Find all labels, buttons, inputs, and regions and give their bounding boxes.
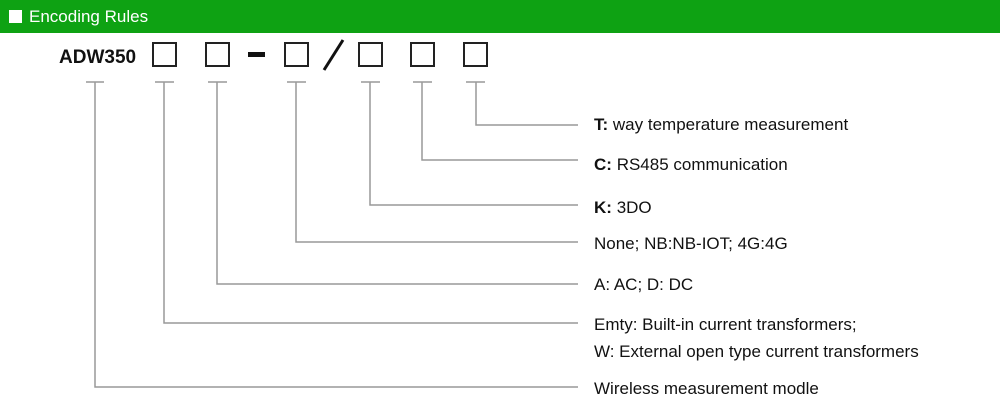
leader-model <box>94 82 578 388</box>
desc-code: K: <box>594 198 612 217</box>
desc-text: Wireless measurement modle <box>594 379 819 398</box>
leader-slot-2 <box>216 82 578 285</box>
desc-communication: C: RS485 communication <box>594 153 788 176</box>
section-header: Encoding Rules <box>0 0 1000 33</box>
leader-slot-4 <box>369 82 578 206</box>
code-slash <box>322 39 345 71</box>
desc-text: RS485 communication <box>616 155 788 174</box>
code-slot-6 <box>463 42 488 67</box>
desc-code: C: <box>594 155 612 174</box>
leader-slot-5 <box>421 82 578 161</box>
desc-text: A: AC; D: DC <box>594 275 694 294</box>
desc-transformer-builtin: Emty: Built-in current transformers; <box>594 313 857 336</box>
code-slot-1 <box>152 42 177 67</box>
code-slot-2 <box>205 42 230 67</box>
square-bullet-icon <box>9 10 22 23</box>
desc-power: A: AC; D: DC <box>594 273 693 296</box>
desc-text: W: External open type current transforme… <box>594 342 919 361</box>
desc-text: None; NB:NB-IOT; 4G:4G <box>594 234 788 253</box>
code-slot-3 <box>284 42 309 67</box>
desc-code: T: <box>594 115 609 134</box>
model-code: ADW350 <box>59 47 137 68</box>
desc-module: Wireless measurement modle <box>594 377 819 400</box>
leader-slot-6 <box>475 82 578 126</box>
desc-outputs: K: 3DO <box>594 196 652 219</box>
desc-transformer-external: W: External open type current transforme… <box>594 340 919 363</box>
desc-network: None; NB:NB-IOT; 4G:4G <box>594 232 788 255</box>
code-slot-4 <box>358 42 383 67</box>
code-slot-5 <box>410 42 435 67</box>
desc-text: 3DO <box>616 198 652 217</box>
desc-text: way temperature measurement <box>612 115 849 134</box>
leader-slot-3 <box>295 82 578 243</box>
desc-temperature: T: way temperature measurement <box>594 113 848 136</box>
code-dash <box>248 52 265 57</box>
leader-slot-1 <box>163 82 578 324</box>
desc-text: Emty: Built-in current transformers; <box>594 315 857 334</box>
section-title: Encoding Rules <box>29 7 149 26</box>
